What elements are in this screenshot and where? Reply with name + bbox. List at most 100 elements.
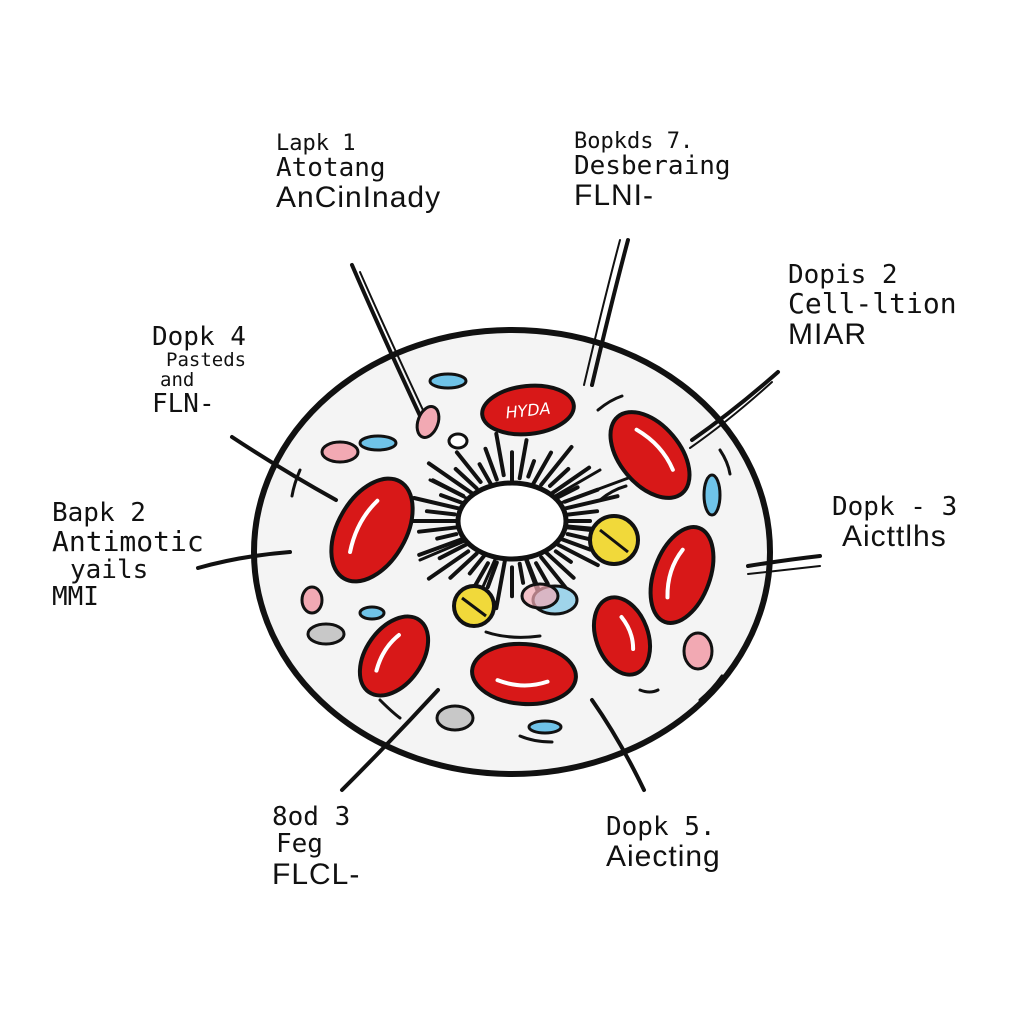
red-organelles: HYDA	[329, 383, 716, 707]
label-bottom-right-line2: Aiecting	[606, 840, 721, 874]
nucleus-spike	[485, 560, 499, 589]
vesicle-blue-5	[527, 719, 563, 735]
label-right-upper-line2: Cell-ltion	[788, 287, 957, 321]
nucleus-spike	[454, 450, 483, 484]
center-label: HYDA	[505, 399, 552, 423]
nucleus-spike	[534, 561, 550, 586]
nucleus-spike	[494, 558, 507, 611]
nucleus-spike	[417, 536, 465, 557]
pointer-right-upper-shadow	[689, 381, 773, 449]
label-left-upper-line4: FLN-	[152, 389, 215, 420]
vesicle-pink-3	[300, 585, 324, 615]
nucleus-spike	[412, 496, 466, 512]
cytoplasm-strokes	[290, 394, 732, 744]
nucleus-spike	[517, 561, 526, 585]
nucleus-spike	[439, 493, 465, 506]
pointer-right-middle-shadow	[747, 565, 821, 575]
pointer-left-middle	[196, 550, 292, 570]
nucleus-spike	[426, 549, 471, 581]
label-top-right-line3: FLNI-	[574, 179, 654, 213]
red-organelle-top: HYDA	[480, 383, 576, 437]
nucleus	[455, 480, 569, 562]
nucleus-spike	[477, 462, 494, 487]
red-organelle-lower-right	[591, 595, 653, 677]
pointer-right-middle	[746, 554, 822, 568]
label-top-right: Bopkds 7. Desberaing FLNI-	[574, 130, 731, 212]
label-top-right-line2: Desberaing	[574, 151, 731, 182]
label-left-middle: Bapk 2 Antimotic yails MMI	[52, 498, 204, 612]
nucleus-spike	[494, 431, 506, 478]
vesicle-blue-3	[702, 473, 722, 517]
label-top-left-line1: Lapk 1	[276, 131, 356, 156]
vesicle-grey-2	[306, 622, 346, 646]
nucleus-spike	[563, 509, 600, 517]
label-bottom-right-line1: Dopk 5.	[606, 812, 716, 842]
label-left-upper-line2: Pasteds	[166, 349, 247, 372]
nucleus-spike	[530, 450, 553, 487]
nucleus-spike	[555, 535, 593, 552]
label-left-middle-line3: yails	[70, 554, 149, 585]
label-bottom-left-line3: FLCL-	[272, 857, 361, 891]
nucleus-spike	[555, 542, 600, 568]
pointer-bottom-right	[590, 698, 646, 792]
label-right-upper-line3: MIAR	[788, 317, 867, 351]
nucleus-spike	[517, 438, 529, 481]
label-top-left: Lapk 1 Atotang AnCinInady	[276, 132, 441, 214]
pointer-lines	[196, 238, 822, 792]
pointer-top-left	[350, 263, 424, 422]
nucleus-spike	[548, 467, 571, 488]
nucleus-spike	[558, 494, 620, 512]
label-top-left-line2: Atotang	[276, 153, 386, 184]
red-organelle-left	[329, 476, 415, 584]
label-right-upper: Dopis 2 Cell-ltion MIAR	[788, 260, 957, 351]
label-right-middle-line1: Dopk - 3	[832, 492, 958, 522]
vesicle-grey-3	[435, 704, 475, 732]
nucleus-spike	[555, 485, 580, 500]
nucleus-spike	[453, 467, 479, 491]
nucleus-spike	[483, 446, 499, 482]
red-organelle-right-upper	[608, 410, 692, 500]
pointer-top-left-shadow	[359, 271, 431, 426]
label-bottom-left-line2: Feg	[276, 829, 323, 860]
nucleus-spike	[435, 532, 459, 541]
label-bottom-right: Dopk 5. Aiecting	[606, 812, 721, 874]
vesicles	[300, 372, 722, 735]
vesicle-blue-2	[358, 434, 398, 452]
vesicle-pink-5	[520, 582, 560, 610]
nucleus-spike	[424, 509, 457, 517]
red-organelle-lower-left	[357, 614, 431, 698]
nucleus-spike	[417, 524, 465, 534]
label-top-right-line1: Bopkds 7.	[574, 129, 694, 154]
vesicle-pink-4	[682, 631, 714, 671]
vesicle-blue-1	[428, 372, 468, 390]
pointer-top-right	[590, 238, 630, 387]
label-bottom-left: 8od 3 Feg FLCL-	[272, 802, 361, 891]
vesicle-grey-1	[447, 432, 469, 450]
pointer-bottom-left	[340, 688, 440, 792]
vesicle-blue-4	[358, 605, 386, 621]
label-left-upper-line1: Dopk 4	[152, 322, 246, 352]
nucleus-spike	[553, 549, 573, 564]
label-left-middle-line1: Bapk 2	[52, 498, 146, 528]
red-organelle-right	[648, 525, 716, 625]
nucleus-spike	[542, 549, 576, 580]
nucleus-spike	[539, 445, 574, 487]
label-left-middle-line4: MMI	[52, 581, 99, 612]
pointer-top-right-shadow	[583, 239, 621, 386]
nucleus-spike	[547, 465, 592, 497]
label-top-left-line3: AnCinInady	[276, 181, 442, 215]
yellow-granules	[452, 514, 640, 628]
vesicle-pink-1	[415, 405, 441, 439]
nucleus-spike	[426, 461, 477, 497]
label-right-upper-line1: Dopis 2	[788, 260, 898, 290]
nucleus-spike	[526, 459, 536, 479]
vesicle-pink-2	[320, 440, 360, 464]
label-left-middle-line2: Antimotic	[52, 525, 204, 559]
pointer-left-upper	[230, 435, 338, 502]
label-bottom-left-line1: 8od 3	[272, 802, 351, 832]
label-left-upper-line3: and	[160, 369, 195, 392]
label-left-upper: Dopk 4 Pasteds and FLN-	[152, 322, 247, 420]
nucleus-spike	[437, 540, 472, 561]
